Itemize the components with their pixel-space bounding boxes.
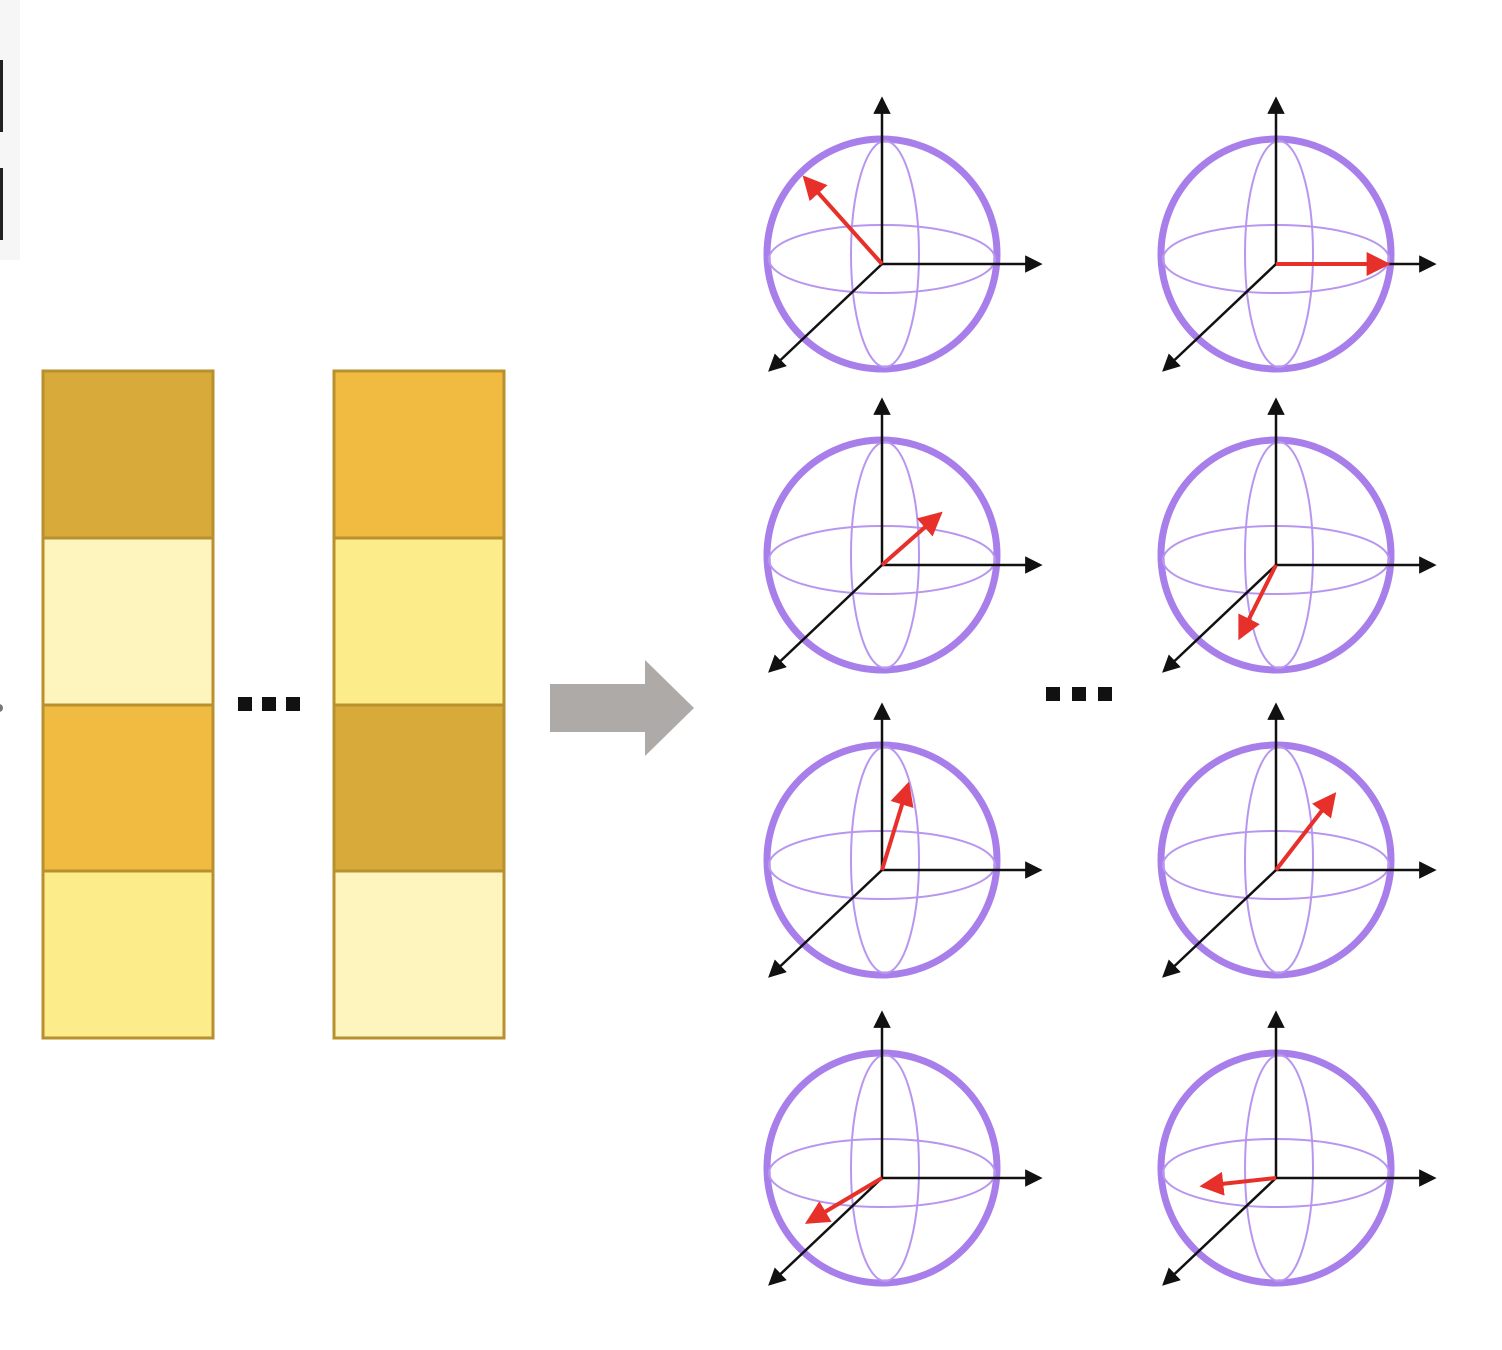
bloch-sphere (1157, 397, 1437, 674)
x-axis-arrow (1162, 869, 1277, 978)
state-vector-arrow (1199, 1171, 1277, 1196)
vector-cell (41, 703, 215, 873)
state-vector-arrow (804, 1176, 884, 1224)
state-vector-arrow (1238, 564, 1278, 641)
bloch-sphere (1157, 702, 1437, 979)
right-block-arrow-icon (550, 660, 694, 756)
state-vector-arrow (1274, 792, 1337, 872)
vector-cell (41, 536, 215, 707)
bloch-sphere (1157, 1010, 1437, 1287)
sphere-meridian (1244, 140, 1314, 368)
vector-cell (332, 369, 506, 540)
sphere-meridian (1244, 746, 1314, 974)
sphere-meridian (1244, 441, 1314, 669)
x-axis-arrow (1162, 263, 1277, 372)
vector-cell (332, 869, 506, 1040)
state-vector-arrow (802, 175, 884, 266)
x-axis-arrow (768, 263, 883, 372)
vector-cell (41, 869, 215, 1040)
bloch-sphere (763, 1010, 1043, 1287)
vector-cell (332, 536, 506, 707)
sphere-meridian (850, 746, 920, 974)
left-ellipsis (238, 697, 300, 711)
bloch-sphere (763, 96, 1043, 373)
state-vector-arrow (880, 781, 914, 871)
classical-vector-1 (41, 369, 215, 1040)
bloch-sphere (763, 702, 1043, 979)
classical-vector-2 (332, 369, 506, 1040)
x-axis-arrow (1162, 564, 1277, 673)
sphere-meridian (1244, 1054, 1314, 1282)
sphere-meridian (850, 140, 920, 368)
vector-cell (332, 703, 506, 873)
cropped-panel-fragment (0, 0, 20, 712)
right-ellipsis (1046, 687, 1112, 701)
x-axis-arrow (768, 564, 883, 673)
bloch-sphere (1157, 96, 1437, 373)
bloch-sphere (763, 397, 1043, 674)
sphere-meridian (850, 441, 920, 669)
classical-vectors (41, 369, 506, 1040)
state-vector-arrow (880, 511, 943, 567)
vector-cell (41, 369, 215, 540)
x-axis-arrow (1162, 1177, 1277, 1286)
x-axis-arrow (768, 1177, 883, 1286)
sphere-meridian (850, 1054, 920, 1282)
qubit-grid (763, 96, 1437, 1287)
x-axis-arrow (768, 869, 883, 978)
